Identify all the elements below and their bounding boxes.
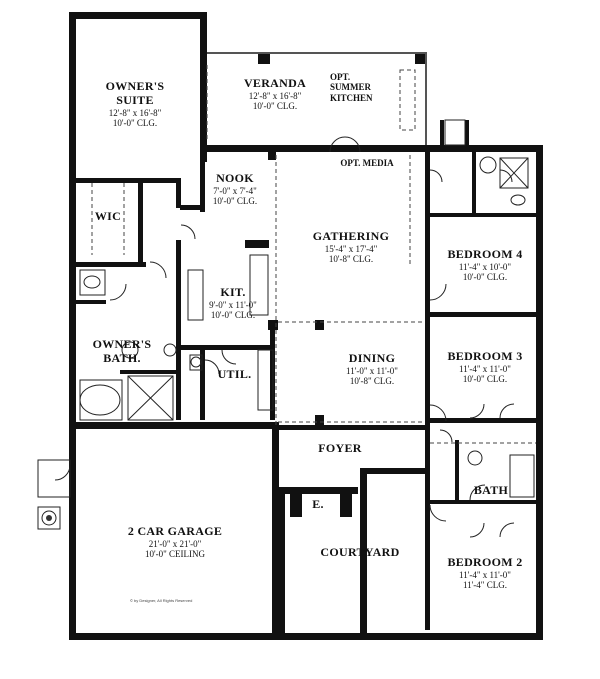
- owners-suite-name: OWNER'S SUITE: [105, 79, 165, 107]
- interior-walls: [76, 150, 540, 630]
- copyright-note: © by Designer, All Rights Reserved: [130, 598, 193, 603]
- courtyard-label: COURTYARD: [305, 545, 415, 560]
- entry-label: E.: [303, 497, 333, 512]
- owners-suite-clg: 10'-0" CLG.: [112, 117, 158, 128]
- kitchen-label: KIT. 9'-0" x 11'-0" 10'-0" CLG.: [198, 285, 268, 321]
- bath-label: BATH: [466, 483, 516, 498]
- nook-clg: 10'-0" CLG.: [212, 196, 258, 207]
- bedroom3-clg: 10'-0" CLG.: [462, 374, 508, 385]
- util-label: UTIL.: [212, 367, 257, 382]
- bedroom3-name: BEDROOM 3: [447, 349, 523, 363]
- veranda-name: VERANDA: [243, 76, 307, 90]
- owners-suite-dim: 12'-8" x 16'-8": [108, 107, 162, 118]
- bedroom4-clg: 10'-0" CLG.: [462, 272, 508, 283]
- bedroom4-label: BEDROOM 4 11'-4" x 10'-0" 10'-0" CLG.: [435, 247, 535, 283]
- veranda-clg: 10'-0" CLG.: [252, 101, 298, 112]
- summer-kitchen-label: OPT. SUMMER KITCHEN: [330, 72, 390, 103]
- opt-media-label: OPT. MEDIA: [322, 158, 412, 168]
- veranda-label: VERANDA 12'-8" x 16'-8" 10'-0" CLG.: [225, 76, 325, 112]
- veranda-dim: 12'-8" x 16'-8": [248, 90, 302, 101]
- dining-dim: 11'-0" x 11'-0": [346, 365, 398, 376]
- bath-name: BATH: [473, 483, 509, 497]
- kitchen-clg: 10'-0" CLG.: [210, 310, 256, 321]
- owners-suite-label: OWNER'S SUITE 12'-8" x 16'-8" 10'-0" CLG…: [90, 79, 180, 128]
- kitchen-dim: 9'-0" x 11'-0": [209, 299, 257, 310]
- bedroom2-name: BEDROOM 2: [447, 555, 523, 569]
- nook-name: NOOK: [216, 171, 254, 185]
- gathering-label: GATHERING 15'-4" x 17'-4" 10'-8" CLG.: [296, 229, 406, 265]
- bedroom4-dim: 11'-4" x 10'-0": [458, 261, 512, 272]
- fixtures: [37, 119, 535, 530]
- gathering-dim: 15'-4" x 17'-4": [324, 243, 378, 254]
- courtyard-name: COURTYARD: [320, 545, 400, 559]
- garage-clg: 10'-0" CEILING: [144, 549, 206, 560]
- dining-clg: 10'-8" CLG.: [349, 376, 395, 387]
- bedroom4-name: BEDROOM 4: [447, 247, 523, 261]
- doors: [54, 136, 515, 538]
- foyer-name: FOYER: [318, 441, 362, 455]
- gathering-clg: 10'-8" CLG.: [328, 254, 374, 265]
- util-name: UTIL.: [217, 367, 252, 381]
- bedroom3-label: BEDROOM 3 11'-4" x 11'-0" 10'-0" CLG.: [435, 349, 535, 385]
- wic-name: WIC: [94, 209, 122, 223]
- bedroom2-dim: 11'-4" x 11'-0": [459, 569, 511, 580]
- dashed-lines: [91, 65, 536, 444]
- foyer-label: FOYER: [305, 441, 375, 456]
- garage-dim: 21'-0" x 21'-0": [148, 538, 202, 549]
- bedroom2-label: BEDROOM 2 11'-4" x 11'-0" 11'-4" CLG.: [435, 555, 535, 591]
- garage-label: 2 CAR GARAGE 21'-0" x 21'-0" 10'-0" CEIL…: [105, 524, 245, 560]
- bedroom3-dim: 11'-4" x 11'-0": [459, 363, 511, 374]
- owners-bath-label: OWNER'S BATH.: [82, 337, 162, 366]
- garage-name: 2 CAR GARAGE: [127, 524, 223, 538]
- kitchen-name: KIT.: [220, 285, 246, 299]
- owners-bath-name: OWNER'S BATH.: [92, 337, 152, 365]
- nook-dim: 7'-0" x 7'-4": [213, 185, 257, 196]
- exterior-walls: [69, 12, 543, 640]
- wic-label: WIC: [88, 209, 128, 224]
- opt-media-name: OPT. MEDIA: [340, 158, 394, 168]
- dining-name: DINING: [348, 351, 396, 365]
- bedroom2-clg: 11'-4" CLG.: [463, 580, 507, 591]
- dining-label: DINING 11'-0" x 11'-0" 10'-8" CLG.: [322, 351, 422, 387]
- entry-name: E.: [312, 497, 324, 511]
- nook-label: NOOK 7'-0" x 7'-4" 10'-0" CLG.: [200, 171, 270, 207]
- gathering-name: GATHERING: [312, 229, 390, 243]
- summer-kitchen-name: OPT. SUMMER KITCHEN: [330, 72, 373, 103]
